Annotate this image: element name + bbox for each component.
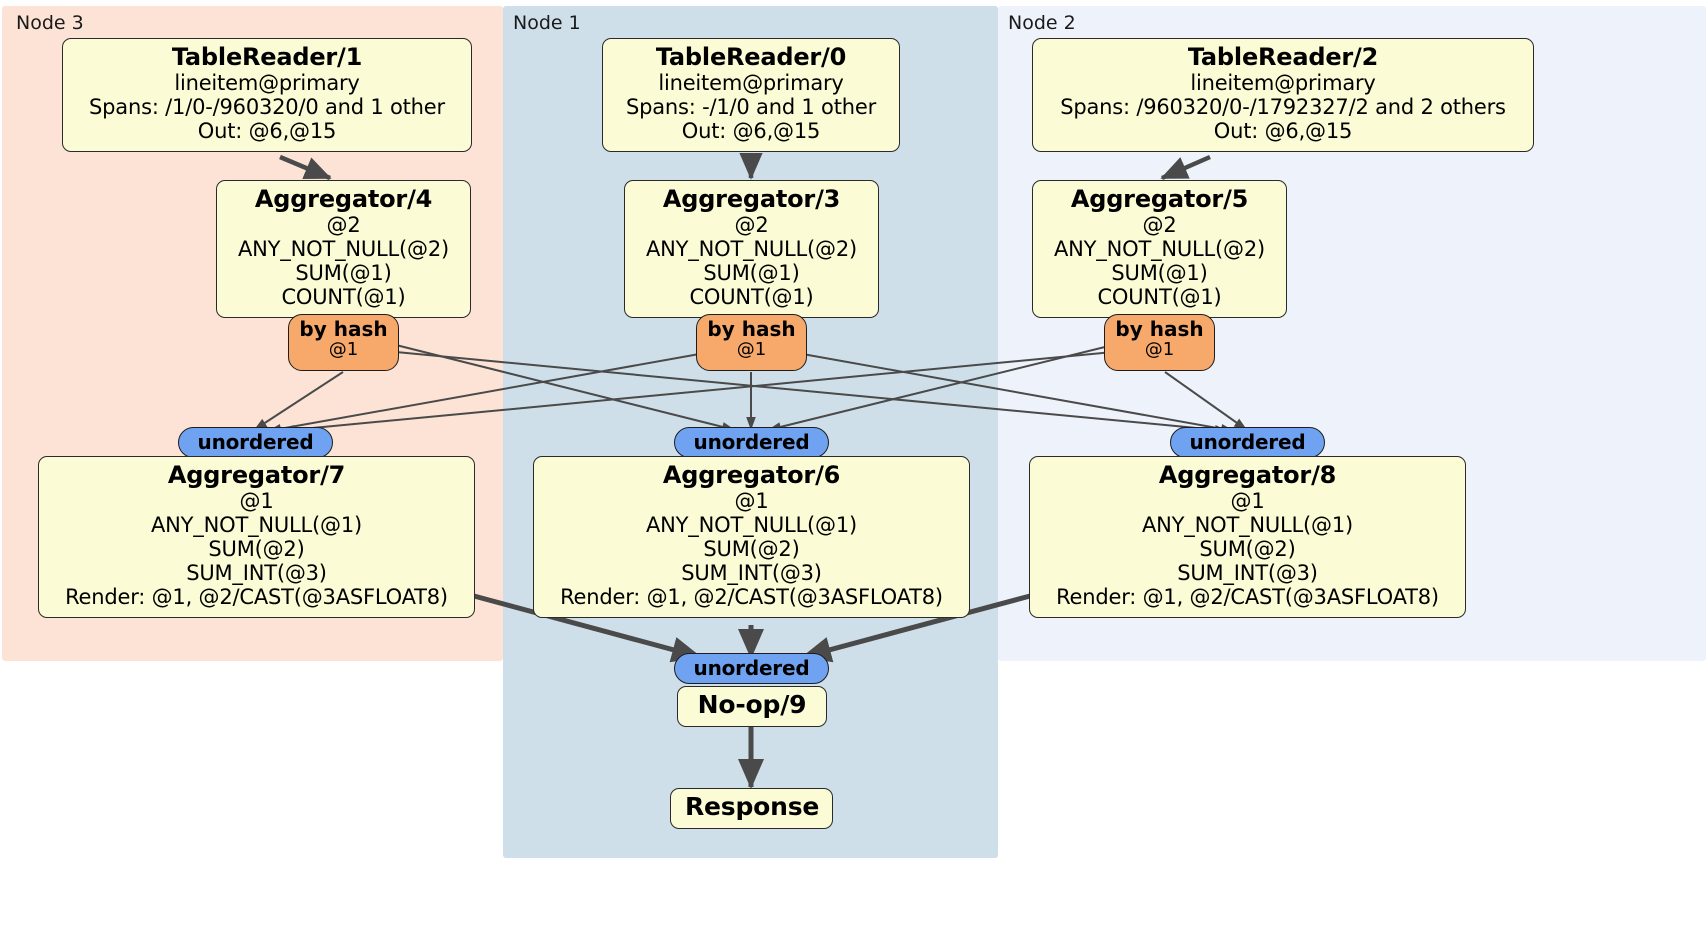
- synchronizer-label: unordered: [693, 430, 810, 454]
- processor-detail-line: SUM_INT(@3): [1177, 561, 1318, 586]
- processor-title: Aggregator/3: [662, 185, 841, 213]
- processor-detail-line: ANY_NOT_NULL(@2): [1054, 237, 1265, 262]
- processor-detail-line: SUM(@1): [703, 261, 800, 286]
- router-label: by hash: [299, 317, 388, 341]
- processor-noop-9[interactable]: No-op/9: [677, 686, 827, 727]
- processor-detail-line: ANY_NOT_NULL(@2): [646, 237, 857, 262]
- processor-response[interactable]: Response: [670, 788, 833, 829]
- processor-aggregator-4[interactable]: Aggregator/4 @2 ANY_NOT_NULL(@2) SUM(@1)…: [216, 180, 471, 319]
- processor-detail-line: lineitem@primary: [1190, 71, 1376, 96]
- router-column: @1: [1144, 339, 1175, 360]
- processor-table-reader-1[interactable]: TableReader/1 lineitem@primary Spans: /1…: [62, 38, 472, 153]
- processor-detail-line: SUM(@2): [208, 537, 305, 562]
- processor-aggregator-3[interactable]: Aggregator/3 @2 ANY_NOT_NULL(@2) SUM(@1)…: [624, 180, 879, 319]
- processor-detail-line: Spans: /1/0-/960320/0 and 1 other: [89, 95, 445, 120]
- processor-title: TableReader/0: [655, 43, 847, 71]
- processor-detail-line: Spans: /960320/0-/1792327/2 and 2 others: [1060, 95, 1506, 120]
- synchronizer-unordered-aggregator-7[interactable]: unordered: [178, 427, 333, 458]
- synchronizer-label: unordered: [693, 656, 810, 680]
- synchronizer-label: unordered: [1189, 430, 1306, 454]
- processor-table-reader-2[interactable]: TableReader/2 lineitem@primary Spans: /9…: [1032, 38, 1534, 153]
- node-region-label-node3: Node 3: [16, 12, 84, 34]
- processor-detail-line: Render: @1, @2/CAST(@3ASFLOAT8): [65, 585, 448, 610]
- processor-title: TableReader/2: [1187, 43, 1379, 71]
- router-column: @1: [328, 339, 359, 360]
- processor-detail-line: Render: @1, @2/CAST(@3ASFLOAT8): [1056, 585, 1439, 610]
- processor-detail-line: SUM(@1): [1111, 261, 1208, 286]
- processor-detail-line: @2: [326, 213, 361, 238]
- router-by-hash-aggregator-4[interactable]: by hash @1: [288, 314, 399, 371]
- processor-detail-line: @2: [734, 213, 769, 238]
- processor-detail-line: ANY_NOT_NULL(@1): [151, 513, 362, 538]
- processor-aggregator-6[interactable]: Aggregator/6 @1 ANY_NOT_NULL(@1) SUM(@2)…: [533, 456, 970, 619]
- router-by-hash-aggregator-3[interactable]: by hash @1: [696, 314, 807, 371]
- processor-title: Aggregator/6: [662, 461, 841, 489]
- processor-title: Response: [685, 792, 820, 821]
- processor-detail-line: Spans: -/1/0 and 1 other: [625, 95, 877, 120]
- router-label: by hash: [1115, 317, 1204, 341]
- processor-detail-line: SUM_INT(@3): [186, 561, 327, 586]
- processor-title: Aggregator/7: [167, 461, 346, 489]
- processor-detail-line: ANY_NOT_NULL(@2): [238, 237, 449, 262]
- synchronizer-label: unordered: [197, 430, 314, 454]
- processor-detail-line: Render: @1, @2/CAST(@3ASFLOAT8): [560, 585, 943, 610]
- processor-title: Aggregator/5: [1070, 185, 1249, 213]
- synchronizer-unordered-noop-9[interactable]: unordered: [674, 653, 829, 684]
- router-label: by hash: [707, 317, 796, 341]
- processor-title: Aggregator/8: [1158, 461, 1337, 489]
- processor-detail-line: @1: [1230, 489, 1265, 514]
- processor-detail-line: SUM_INT(@3): [681, 561, 822, 586]
- processor-detail-line: COUNT(@1): [1097, 285, 1222, 310]
- synchronizer-unordered-aggregator-8[interactable]: unordered: [1170, 427, 1325, 458]
- processor-detail-line: ANY_NOT_NULL(@1): [1142, 513, 1353, 538]
- processor-table-reader-0[interactable]: TableReader/0 lineitem@primary Spans: -/…: [602, 38, 900, 153]
- processor-detail-line: Out: @6,@15: [681, 119, 821, 144]
- processor-detail-line: SUM(@2): [703, 537, 800, 562]
- router-by-hash-aggregator-5[interactable]: by hash @1: [1104, 314, 1215, 371]
- processor-detail-line: COUNT(@1): [281, 285, 406, 310]
- node-region-label-node2: Node 2: [1008, 12, 1076, 34]
- processor-detail-line: COUNT(@1): [689, 285, 814, 310]
- processor-aggregator-5[interactable]: Aggregator/5 @2 ANY_NOT_NULL(@2) SUM(@1)…: [1032, 180, 1287, 319]
- processor-aggregator-8[interactable]: Aggregator/8 @1 ANY_NOT_NULL(@1) SUM(@2)…: [1029, 456, 1466, 619]
- processor-detail-line: @1: [239, 489, 274, 514]
- processor-detail-line: lineitem@primary: [658, 71, 844, 96]
- processor-detail-line: SUM(@2): [1199, 537, 1296, 562]
- processor-detail-line: @1: [734, 489, 769, 514]
- router-column: @1: [736, 339, 767, 360]
- processor-detail-line: @2: [1142, 213, 1177, 238]
- processor-title: No-op/9: [697, 690, 807, 719]
- processor-aggregator-7[interactable]: Aggregator/7 @1 ANY_NOT_NULL(@1) SUM(@2)…: [38, 456, 475, 619]
- processor-detail-line: Out: @6,@15: [197, 119, 337, 144]
- processor-title: Aggregator/4: [254, 185, 433, 213]
- processor-detail-line: lineitem@primary: [174, 71, 360, 96]
- synchronizer-unordered-aggregator-6[interactable]: unordered: [674, 427, 829, 458]
- processor-detail-line: Out: @6,@15: [1213, 119, 1353, 144]
- processor-title: TableReader/1: [171, 43, 363, 71]
- processor-detail-line: ANY_NOT_NULL(@1): [646, 513, 857, 538]
- node-region-label-node1: Node 1: [513, 12, 581, 34]
- processor-detail-line: SUM(@1): [295, 261, 392, 286]
